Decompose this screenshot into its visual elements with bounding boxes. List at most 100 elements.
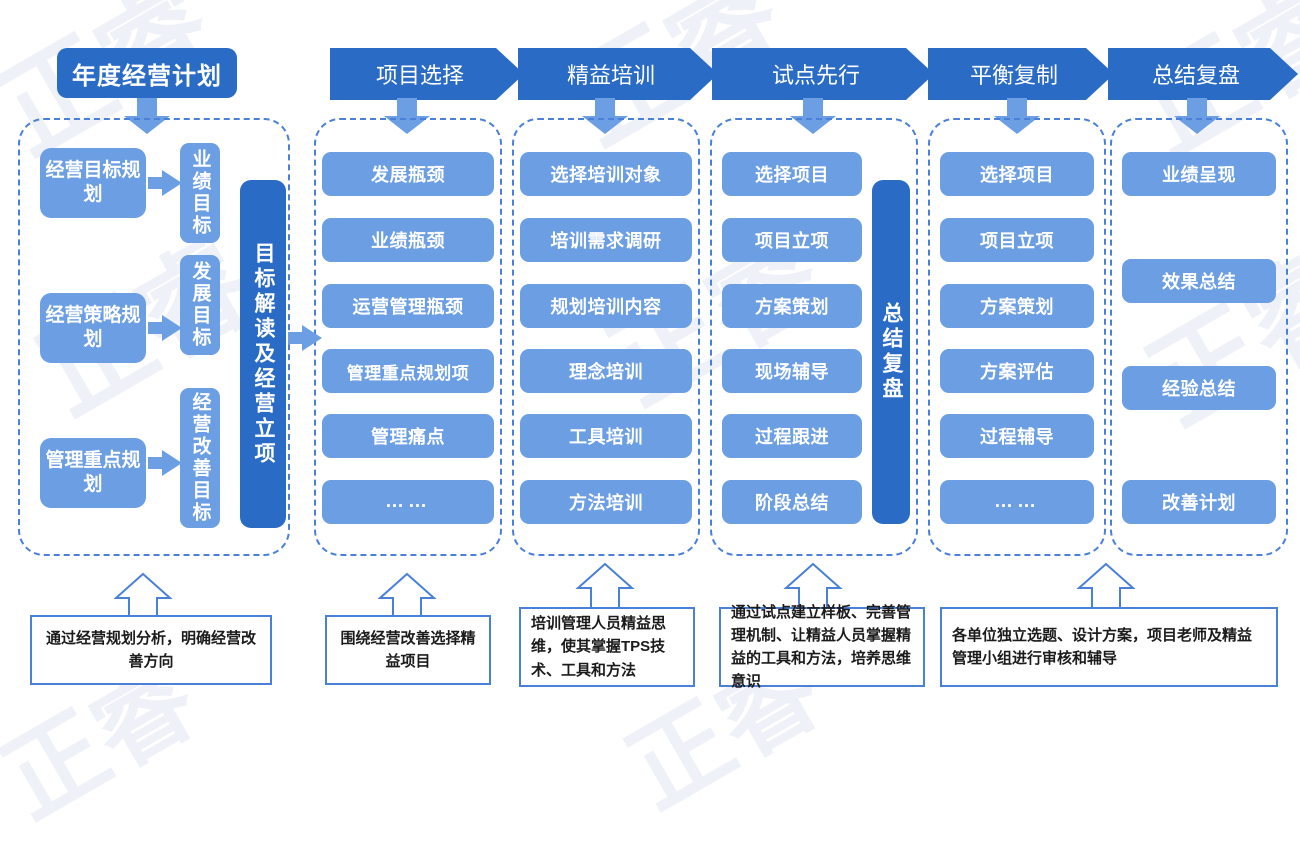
item-label: 改善计划: [1162, 493, 1236, 513]
item-project-selection-1[interactable]: 业绩瓶颈: [322, 218, 494, 262]
item-label: 方案策划: [980, 297, 1054, 317]
vbar-label: 目标解读及经营立项: [252, 241, 275, 467]
item-label: 规划培训内容: [550, 297, 662, 317]
item-label: ……: [385, 491, 431, 512]
item-balanced-replication-4[interactable]: 过程辅导: [940, 414, 1094, 458]
item-label: 选择培训对象: [550, 165, 662, 185]
down-arrow-icon: [790, 98, 836, 134]
item-label: 业绩呈现: [1162, 165, 1236, 185]
caption-text: 围绕经营改善选择精益项目: [340, 629, 476, 670]
item-label: 选择项目: [755, 165, 829, 185]
goal-label: 经营改善目标: [189, 392, 211, 524]
stage-label: 精益培训: [566, 63, 655, 88]
arrow-right-icon: [148, 450, 182, 476]
item-label: 管理重点规划项: [346, 363, 470, 383]
item-balanced-replication-5[interactable]: ……: [940, 480, 1094, 524]
stage-header-summary-review[interactable]: 总结复盘: [1108, 48, 1298, 100]
item-pilot-first-5[interactable]: 阶段总结: [722, 480, 862, 524]
item-project-selection-4[interactable]: 管理痛点: [322, 414, 494, 458]
down-arrow-icon: [124, 98, 170, 134]
item-summary-review-2[interactable]: 经验总结: [1122, 366, 1276, 410]
item-label: 理念培训: [569, 362, 643, 382]
stage-header-lean-training[interactable]: 精益培训: [518, 48, 718, 100]
stage-header-project-selection[interactable]: 项目选择: [330, 48, 524, 100]
item-project-selection-0[interactable]: 发展瓶颈: [322, 152, 494, 196]
stage-label: 平衡复制: [969, 63, 1058, 88]
item-label: 培训需求调研: [550, 231, 662, 251]
item-label: 经验总结: [1162, 379, 1236, 399]
caption-training: 培训管理人员精益思维，使其掌握TPS技术、工具和方法: [519, 607, 695, 687]
plan-box-1[interactable]: 经营策略规划: [40, 293, 146, 363]
caption-planning: 通过经营规划分析，明确经营改善方向: [30, 615, 272, 685]
item-label: 方案评估: [980, 362, 1054, 382]
item-lean-training-0[interactable]: 选择培训对象: [520, 152, 692, 196]
goal-box-2[interactable]: 经营改善目标: [180, 388, 220, 528]
item-balanced-replication-3[interactable]: 方案评估: [940, 349, 1094, 393]
item-balanced-replication-0[interactable]: 选择项目: [940, 152, 1094, 196]
stage-header-balanced-replication[interactable]: 平衡复制: [928, 48, 1114, 100]
stage-header-pilot-first[interactable]: 试点先行: [712, 48, 934, 100]
item-balanced-replication-2[interactable]: 方案策划: [940, 284, 1094, 328]
item-summary-review-1[interactable]: 效果总结: [1122, 259, 1276, 303]
item-summary-review-3[interactable]: 改善计划: [1122, 480, 1276, 524]
panel-lean-training: [512, 118, 700, 556]
item-label: 项目立项: [980, 231, 1054, 251]
item-project-selection-3[interactable]: 管理重点规划项: [322, 349, 494, 393]
item-label: ……: [994, 491, 1040, 512]
item-summary-review-0[interactable]: 业绩呈现: [1122, 152, 1276, 196]
item-pilot-first-4[interactable]: 过程跟进: [722, 414, 862, 458]
arrow-right-icon: [288, 325, 322, 351]
down-arrow-icon: [1174, 98, 1220, 134]
panel-summary-review: [1110, 118, 1288, 556]
vbar-summary-review[interactable]: 总结复盘: [872, 180, 910, 524]
item-label: 运营管理瓶颈: [352, 297, 464, 317]
item-label: 选择项目: [980, 165, 1054, 185]
plan-label: 经营策略规划: [45, 305, 141, 350]
item-label: 过程跟进: [755, 427, 829, 447]
caption-text: 各单位独立选题、设计方案，项目老师及精益管理小组进行审核和辅导: [952, 626, 1253, 667]
item-pilot-first-0[interactable]: 选择项目: [722, 152, 862, 196]
item-label: 管理痛点: [371, 427, 445, 447]
item-lean-training-3[interactable]: 理念培训: [520, 349, 692, 393]
panel-pilot-first: [710, 118, 918, 556]
item-pilot-first-1[interactable]: 项目立项: [722, 218, 862, 262]
item-pilot-first-2[interactable]: 方案策划: [722, 284, 862, 328]
up-arrow-icon: [1076, 562, 1136, 610]
item-label: 现场辅导: [755, 362, 829, 382]
item-label: 业绩瓶颈: [371, 231, 445, 251]
plan-box-2[interactable]: 管理重点规划: [40, 438, 146, 508]
up-arrow-icon: [377, 572, 437, 620]
item-label: 项目立项: [755, 231, 829, 251]
item-project-selection-5[interactable]: ……: [322, 480, 494, 524]
down-arrow-icon: [384, 98, 430, 134]
item-label: 效果总结: [1162, 272, 1236, 292]
arrow-right-icon: [148, 315, 182, 341]
vbar-goal-interpretation[interactable]: 目标解读及经营立项: [240, 180, 286, 528]
item-lean-training-1[interactable]: 培训需求调研: [520, 218, 692, 262]
item-balanced-replication-1[interactable]: 项目立项: [940, 218, 1094, 262]
down-arrow-icon: [994, 98, 1040, 134]
caption-text: 培训管理人员精益思维，使其掌握TPS技术、工具和方法: [531, 615, 667, 679]
item-lean-training-5[interactable]: 方法培训: [520, 480, 692, 524]
item-pilot-first-3[interactable]: 现场辅导: [722, 349, 862, 393]
item-label: 发展瓶颈: [371, 165, 445, 185]
goal-box-1[interactable]: 发展目标: [180, 255, 220, 355]
item-label: 阶段总结: [755, 493, 829, 513]
caption-pilot: 通过试点建立样板、完善管理机制、让精益人员掌握精益的工具和方法，培养思维意识: [719, 604, 925, 690]
plan-label: 经营目标规划: [45, 160, 141, 205]
goal-label: 发展目标: [189, 261, 211, 349]
caption-text: 通过试点建立样板、完善管理机制、让精益人员掌握精益的工具和方法，培养思维意识: [731, 603, 912, 691]
item-label: 过程辅导: [980, 427, 1054, 447]
up-arrow-icon: [113, 572, 173, 620]
plan-box-0[interactable]: 经营目标规划: [40, 148, 146, 218]
item-lean-training-2[interactable]: 规划培训内容: [520, 284, 692, 328]
stage-label: 试点先行: [771, 63, 860, 88]
caption-replication: 各单位独立选题、设计方案，项目老师及精益管理小组进行审核和辅导: [940, 607, 1278, 687]
item-label: 方案策划: [755, 297, 829, 317]
item-lean-training-4[interactable]: 工具培训: [520, 414, 692, 458]
item-project-selection-2[interactable]: 运营管理瓶颈: [322, 284, 494, 328]
vbar-label: 总结复盘: [880, 302, 903, 402]
panel-balanced-replication: [928, 118, 1106, 556]
down-arrow-icon: [582, 98, 628, 134]
goal-box-0[interactable]: 业绩目标: [180, 143, 220, 243]
